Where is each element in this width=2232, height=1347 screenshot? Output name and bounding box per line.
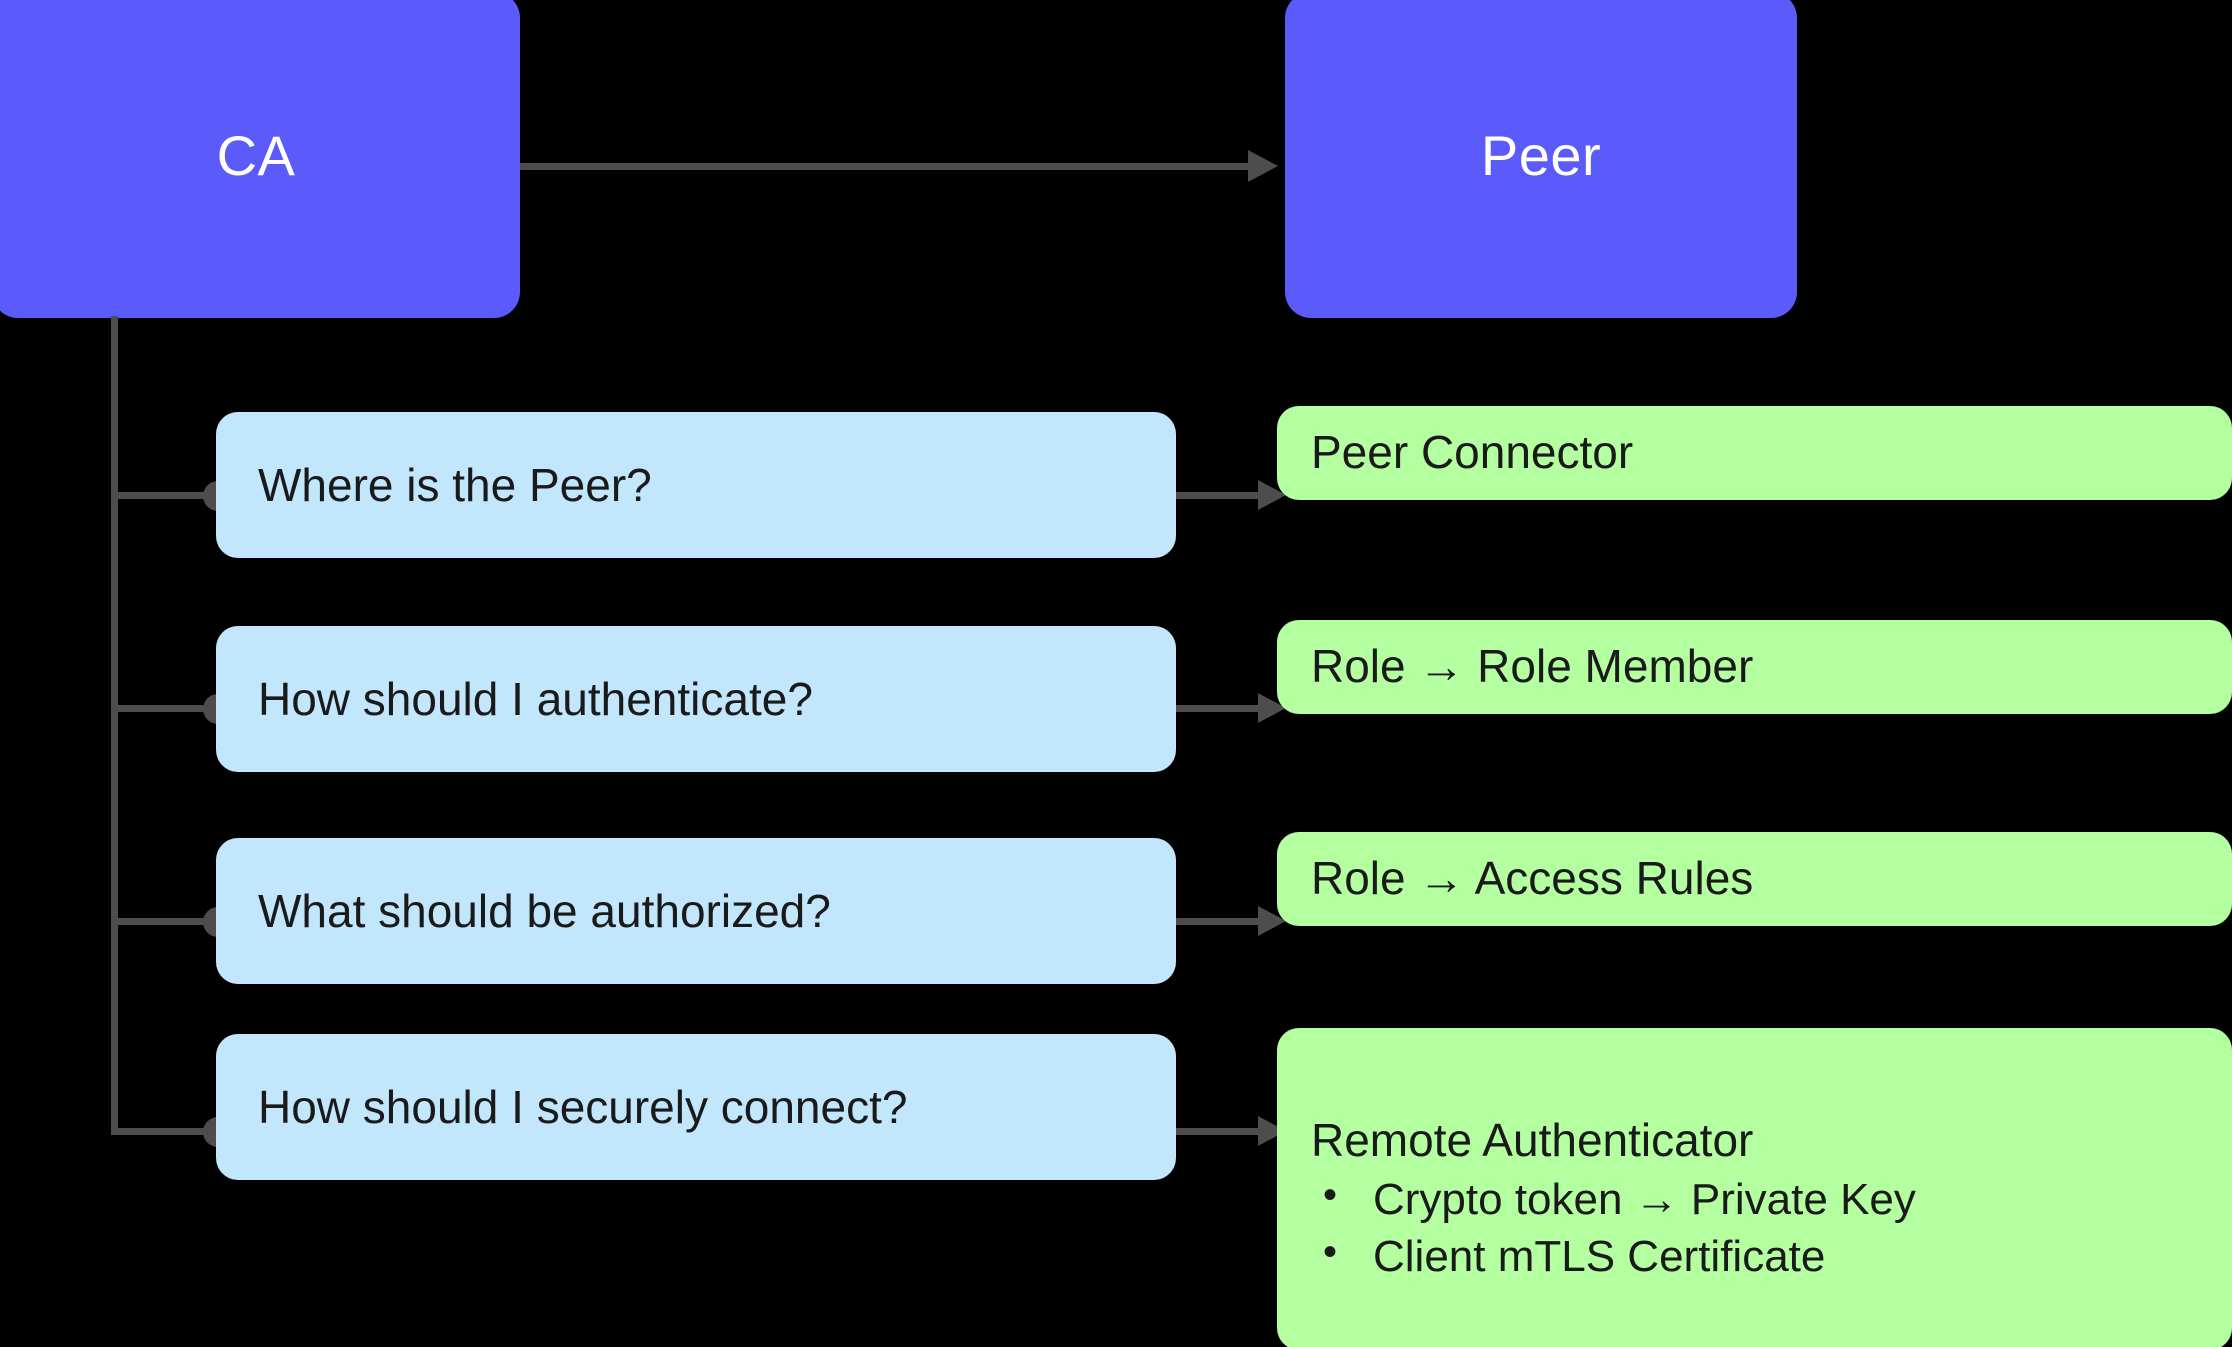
answer-bullet-item: Crypto token → Private Key — [1311, 1170, 2198, 1228]
arrow-question-1-to-answer-1 — [1176, 480, 1286, 510]
question-box-2[interactable]: How should I authenticate? — [216, 626, 1176, 772]
answer-box-3[interactable]: Role → Access Rules — [1277, 832, 2232, 926]
answer-bullet-item: Client mTLS Certificate — [1311, 1227, 2198, 1285]
tree-branch-4 — [111, 1128, 223, 1135]
question-label-4: How should I securely connect? — [258, 1080, 908, 1133]
node-peer-label: Peer — [1480, 123, 1602, 187]
answer-title-2: Role → Role Member — [1311, 640, 1754, 693]
answer-box-2[interactable]: Role → Role Member — [1277, 620, 2232, 714]
answer-title-4: Remote Authenticator — [1311, 1113, 1754, 1166]
question-label-1: Where is the Peer? — [258, 458, 652, 511]
arrow-ca-to-peer — [520, 150, 1278, 182]
tree-branch-2 — [111, 705, 223, 712]
arrow-question-2-to-answer-2 — [1176, 693, 1286, 723]
node-ca-label: CA — [216, 123, 296, 187]
tree-branch-1 — [111, 492, 223, 499]
node-ca[interactable]: CA — [0, 0, 520, 318]
question-box-1[interactable]: Where is the Peer? — [216, 412, 1176, 558]
question-box-3[interactable]: What should be authorized? — [216, 838, 1176, 984]
question-box-4[interactable]: How should I securely connect? — [216, 1034, 1176, 1180]
answer-box-1[interactable]: Peer Connector — [1277, 406, 2232, 500]
arrow-question-3-to-answer-3 — [1176, 906, 1286, 936]
answer-title-3: Role → Access Rules — [1311, 852, 1754, 905]
tree-branch-3 — [111, 918, 223, 925]
question-label-2: How should I authenticate? — [258, 672, 813, 725]
arrow-question-4-to-answer-4 — [1176, 1116, 1286, 1146]
question-label-3: What should be authorized? — [258, 884, 831, 937]
answer-title-1: Peer Connector — [1311, 426, 1634, 479]
node-peer[interactable]: Peer — [1285, 0, 1797, 318]
tree-trunk-line — [111, 316, 118, 1134]
answer-bullet-list-4: Crypto token → Private Key Client mTLS C… — [1311, 1170, 2198, 1285]
answer-box-4[interactable]: Remote Authenticator Crypto token → Priv… — [1277, 1028, 2232, 1347]
